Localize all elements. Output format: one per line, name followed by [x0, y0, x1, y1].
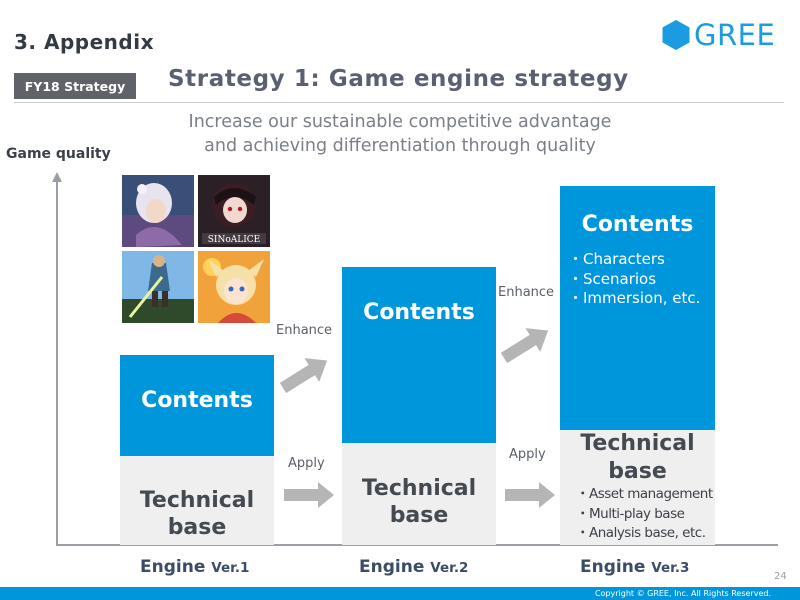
page-title: Strategy 1: Game engine strategy: [168, 66, 629, 92]
engine-word: Engine: [140, 557, 206, 577]
stage3-contents-bullets: ・Characters ・Scenarios ・Immersion, etc.: [568, 250, 700, 309]
game-art-warrior-icon: [122, 251, 194, 323]
stage1-contents-block: Contents: [120, 355, 274, 456]
section-heading: 3. Appendix: [14, 30, 154, 54]
engine-version: Ver.3: [651, 560, 690, 576]
hexagon-logo-icon: [662, 20, 690, 50]
stage2-contents-block: Contents: [342, 267, 496, 443]
contents-bullet: ・Scenarios: [568, 269, 657, 288]
enhance-arrow-1: [279, 358, 328, 394]
stage1-technical-block: Technical base: [120, 456, 274, 545]
strategy-tag: FY18 Strategy: [14, 73, 136, 99]
engine-version: Ver.2: [430, 560, 469, 576]
game-art-sinoalice-icon: SINoALICE: [198, 175, 270, 247]
apply-label-2: Apply: [509, 447, 546, 462]
subtitle-line: and achieving differentiation through qu…: [204, 136, 596, 156]
engine-label-2: Engine Ver.2: [359, 557, 468, 577]
apply-arrow-2: [505, 482, 555, 508]
stage3-technical-label: Technical base: [580, 431, 695, 484]
stage2-contents-label: Contents: [363, 300, 475, 325]
stage1-contents-label: Contents: [141, 388, 253, 413]
engine-word: Engine: [580, 557, 646, 577]
subtitle: Increase our sustainable competitive adv…: [150, 110, 650, 158]
technical-bullet: ・Asset management: [576, 486, 713, 502]
sinoalice-caption: SINoALICE: [208, 235, 261, 245]
game-art-anime-girl-icon: [198, 251, 270, 323]
subtitle-line: Increase our sustainable competitive adv…: [188, 112, 612, 132]
engine-label-3: Engine Ver.3: [580, 557, 689, 577]
enhance-label-2: Enhance: [498, 285, 555, 300]
stage1-technical-label: Technical base: [139, 488, 255, 540]
title-divider: [14, 102, 784, 103]
page-number: 24: [774, 571, 787, 582]
gree-logo: GREE: [661, 18, 775, 52]
y-axis-label: Game quality: [6, 146, 111, 162]
enhance-label-1: Enhance: [276, 323, 333, 338]
engine-word: Engine: [359, 557, 425, 577]
footer-bar: Copyright © GREE, Inc. All Rights Reserv…: [0, 587, 800, 600]
stage3-technical-bullets: ・Asset management ・Multi-play base ・Anal…: [576, 485, 713, 544]
logo-text: GREE: [694, 18, 776, 52]
game-art-heroine-icon: [122, 175, 194, 247]
contents-bullet: ・Immersion, etc.: [568, 289, 701, 307]
stage2-technical-block: Technical base: [342, 443, 496, 545]
enhance-arrow-2: [500, 328, 549, 364]
engine-version: Ver.1: [211, 560, 250, 576]
stage2-technical-label: Technical base: [361, 476, 477, 528]
copyright-text: Copyright © GREE, Inc. All Rights Reserv…: [594, 589, 771, 598]
stage3-contents-label: Contents: [581, 212, 694, 237]
contents-bullet: ・Characters: [568, 250, 665, 268]
technical-bullet: ・Analysis base, etc.: [576, 525, 706, 541]
stage3-contents-block: Contents ・Characters ・Scenarios ・Immersi…: [560, 186, 715, 430]
apply-label-1: Apply: [288, 456, 325, 471]
stage3-technical-block: Technical base ・Asset management ・Multi-…: [560, 430, 715, 545]
apply-arrow-1: [284, 482, 334, 508]
engine-label-1: Engine Ver.1: [140, 557, 249, 577]
technical-bullet: ・Multi-play base: [576, 505, 685, 522]
